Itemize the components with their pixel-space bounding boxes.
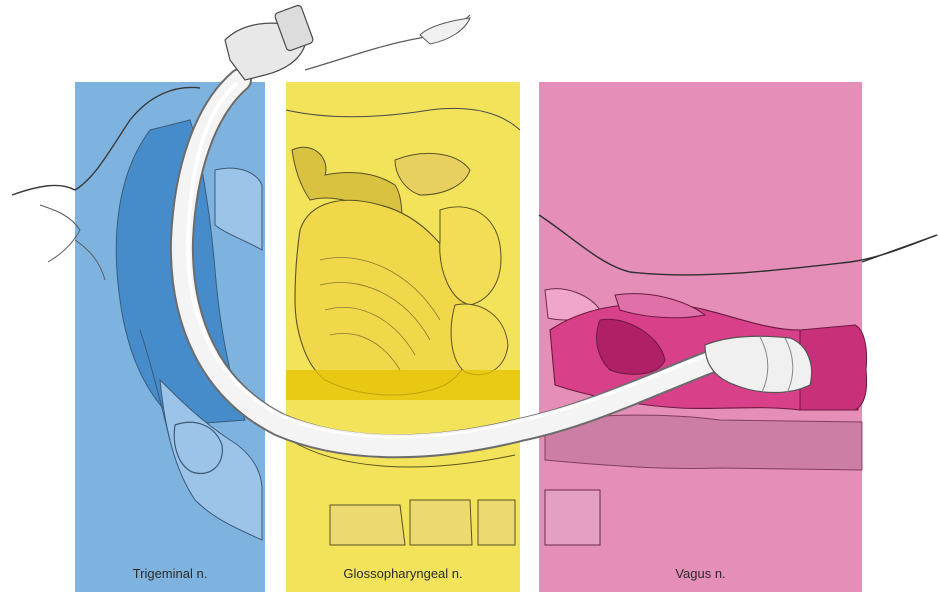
vagus-label: Vagus n. [539,566,862,581]
oropharynx-shading [286,370,520,400]
lip-outline [40,205,80,262]
cervical-vertebrae-glosso [330,500,515,545]
glossopharyngeal-label: Glossopharyngeal n. [286,566,520,581]
neck-contour-right [862,235,937,262]
cervical-vertebrae-vagus [545,490,600,545]
trigeminal-label: Trigeminal n. [75,566,265,581]
esophagus [545,415,862,470]
pilot-balloon [420,18,470,44]
